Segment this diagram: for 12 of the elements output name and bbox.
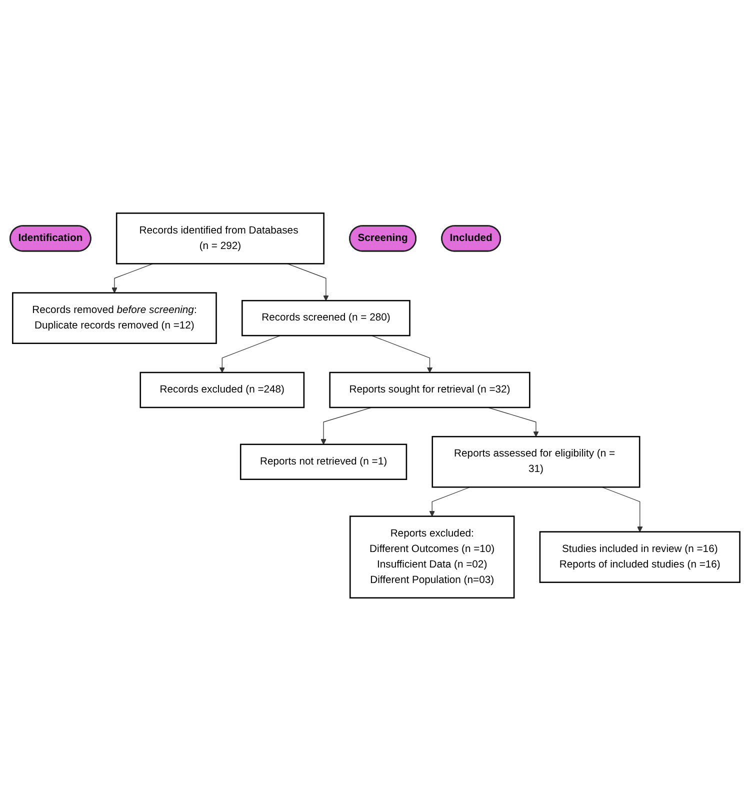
node-box: Records removed before screening: Duplicate records removed (n =12) (12, 292, 217, 344)
arrow (371, 336, 433, 374)
node-box: Studies included in review (n =16) Reports of included studies (n =16) (539, 532, 740, 584)
node-box: Records identified from Databases (n = 292) (116, 213, 324, 265)
arrow (602, 487, 643, 533)
node-box: Reports not retrieved (n =1) (240, 444, 408, 480)
node-box: Records screened (n = 280) (242, 300, 410, 337)
node-box: Records excluded (n =248) (140, 372, 305, 409)
arrow (429, 487, 470, 517)
node-box: Reports excluded: Different Outcomes (n =10) Insufficient Data (n =02) Different Population (n=03) (349, 516, 515, 599)
node-box: Reports assessed for eligibility (n = 31) (432, 436, 640, 488)
node-box: Reports sought for retrieval (n =32) (329, 372, 530, 409)
